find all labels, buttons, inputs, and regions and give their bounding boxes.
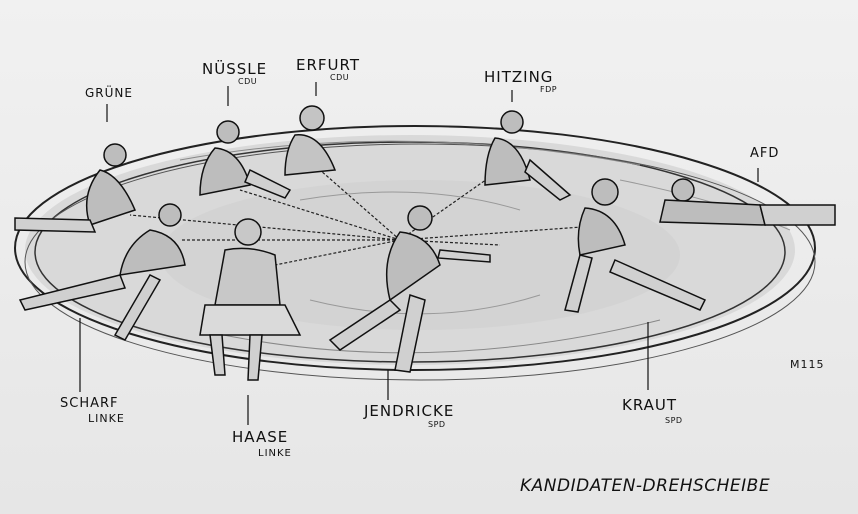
label-haase: HAASE <box>232 428 289 446</box>
signature: M115 <box>790 358 825 371</box>
figure-jendricke <box>328 205 491 373</box>
label-scharf-party: LINKE <box>88 412 125 425</box>
label-nuessle: NÜSSLE <box>202 60 268 78</box>
label-nuessle-party: CDU <box>238 77 258 86</box>
label-haase-party: LINKE <box>258 448 292 459</box>
motion-swirl <box>299 191 521 211</box>
caption: KANDIDATEN-DREHSCHEIBE <box>520 476 771 496</box>
figure-scharf <box>18 203 186 341</box>
label-erfurt-party: CDU <box>330 73 350 82</box>
figure-erfurt <box>284 105 337 176</box>
figure-afd <box>659 178 836 226</box>
label-scharf: SCHARF <box>60 396 119 411</box>
label-hitzing-party: FDP <box>540 85 558 94</box>
turntable-ring-outer <box>14 125 816 371</box>
motion-swirl <box>179 140 641 166</box>
figure-kraut <box>564 178 707 313</box>
figure-nuessle <box>199 120 292 199</box>
label-hitzing: HITZING <box>484 68 554 86</box>
motion-swirl <box>309 294 541 315</box>
label-jendricke: JENDRICKE <box>364 402 455 420</box>
label-jendricke-party: SPD <box>428 420 446 429</box>
figure-hitzing <box>484 110 572 201</box>
label-afd: AFD <box>750 146 780 161</box>
label-kraut: KRAUT <box>622 396 678 414</box>
label-pointers <box>79 82 759 425</box>
turntable-ring-edge <box>24 143 816 381</box>
label-gruene: GRÜNE <box>85 86 133 100</box>
label-erfurt: ERFURT <box>296 56 361 74</box>
label-kraut-party: SPD <box>665 416 683 425</box>
figure-haase <box>199 218 302 381</box>
figure-gruene <box>14 143 137 233</box>
